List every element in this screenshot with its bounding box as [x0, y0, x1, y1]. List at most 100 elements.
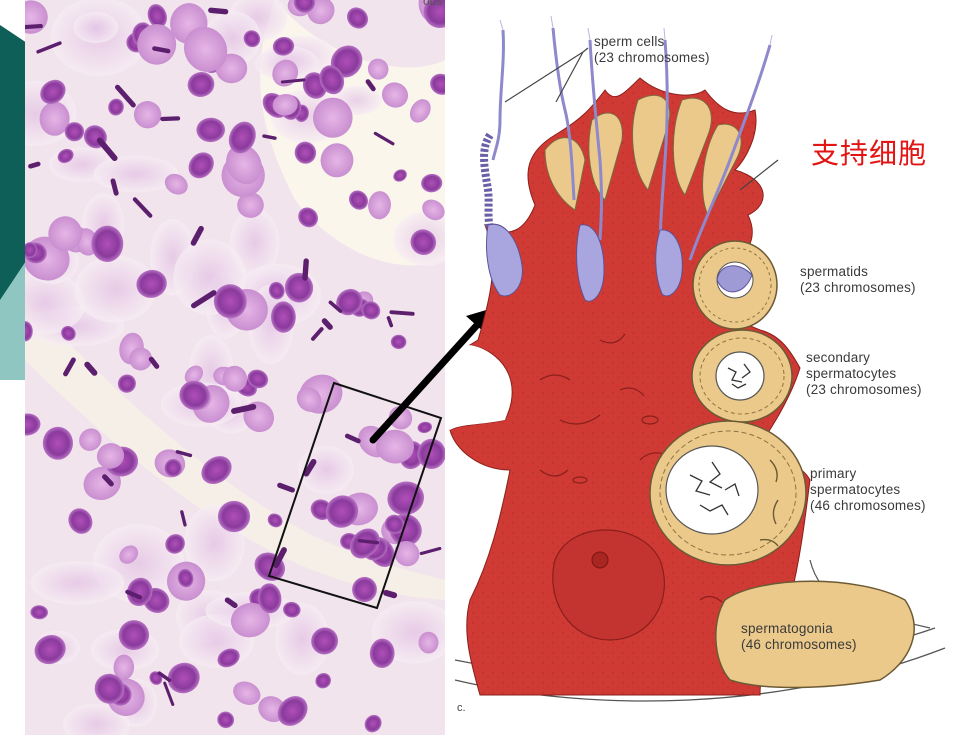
- label-line: secondary: [806, 350, 871, 365]
- nucleus: [423, 0, 445, 28]
- nucleus: [364, 714, 382, 733]
- nucleus: [257, 583, 282, 614]
- cropped-label: ous: [423, 0, 443, 8]
- nucleus: [394, 540, 420, 567]
- nucleus: [325, 495, 359, 528]
- sperm-head-stain: [190, 225, 204, 246]
- nucleus: [352, 576, 377, 603]
- sperm-head-stain: [175, 450, 193, 458]
- nucleus: [217, 711, 235, 729]
- label-spermatogonia: spermatogonia (46 chromosomes): [741, 621, 857, 653]
- spermatid-heads: [544, 94, 742, 217]
- nucleus: [226, 144, 262, 185]
- sperm-head-stain: [273, 547, 287, 568]
- label-line: (46 chromosomes): [741, 637, 857, 652]
- sperm-head-stain: [321, 318, 333, 330]
- sperm-head-stain: [302, 258, 309, 281]
- nucleus: [312, 97, 353, 138]
- sertoli-nucleus: [552, 529, 665, 641]
- label-line: primary: [810, 466, 857, 481]
- label-line: (23 chromosomes): [800, 280, 916, 295]
- nucleus: [165, 534, 185, 554]
- nucleus: [228, 121, 256, 154]
- label-line: spermatids: [800, 264, 869, 279]
- nucleolus: [591, 551, 609, 569]
- nucleus: [164, 458, 182, 477]
- nucleus: [83, 466, 121, 501]
- nucleus: [164, 173, 188, 195]
- nucleus: [117, 374, 136, 393]
- sperm-head-stain: [419, 546, 442, 556]
- nucleus: [196, 117, 225, 143]
- sperm-head-stain: [262, 134, 277, 140]
- nucleus: [233, 681, 261, 705]
- label-primary-spermatocytes: primary spermatocytes (46 chromosomes): [810, 466, 926, 514]
- nucleus: [30, 605, 48, 620]
- nucleus: [39, 101, 70, 136]
- nucleus: [381, 82, 409, 108]
- stain-blotch: [74, 255, 156, 323]
- nucleus: [119, 545, 139, 564]
- sperm-head-stain: [25, 24, 43, 30]
- nucleus: [217, 648, 240, 668]
- nucleus: [57, 148, 74, 164]
- nucleus: [177, 568, 194, 588]
- stain-blotch: [298, 445, 355, 494]
- sperm-head-stain: [157, 671, 172, 683]
- nucleus: [296, 387, 322, 412]
- nucleus: [25, 242, 38, 259]
- label-line: (46 chromosomes): [810, 498, 926, 513]
- nucleus: [336, 288, 363, 316]
- sperm-head-stain: [328, 300, 343, 313]
- nucleus: [179, 380, 210, 411]
- sperm-head-stain: [96, 137, 118, 162]
- sperm-head-stain: [311, 327, 324, 341]
- sperm-head-stain: [386, 316, 394, 328]
- nucleus: [421, 173, 443, 193]
- nucleus: [118, 620, 150, 651]
- nucleus: [293, 0, 316, 13]
- sperm-head-stain: [180, 510, 187, 527]
- nucleus: [184, 365, 204, 385]
- sperm-head-stain: [389, 310, 415, 316]
- sperm-head-stain: [28, 161, 41, 169]
- label-line: sperm cells: [594, 34, 665, 49]
- nucleus: [376, 429, 414, 464]
- nucleus: [108, 98, 124, 116]
- nucleus: [410, 229, 437, 256]
- stain-blotch: [275, 603, 330, 675]
- sperm-head-stain: [383, 589, 398, 599]
- label-secondary-spermatocytes: secondary spermatocytes (23 chromosomes): [806, 350, 922, 398]
- stain-blotch: [63, 703, 130, 735]
- pointer-arrow-shaft: [369, 320, 482, 444]
- sperm-head-stain: [357, 539, 380, 545]
- sperm-head-stain: [208, 7, 229, 15]
- nucleus: [222, 365, 248, 392]
- nucleus: [320, 143, 354, 178]
- sperm-head-stain: [36, 41, 62, 54]
- nucleus: [147, 4, 167, 28]
- nucleus: [68, 508, 93, 534]
- nucleus: [418, 631, 439, 654]
- nucleus: [129, 347, 153, 371]
- nucleus: [298, 207, 319, 228]
- nucleus: [201, 456, 232, 485]
- stain-blotch: [25, 271, 86, 335]
- organelles: [539, 333, 723, 603]
- nucleus: [113, 654, 135, 680]
- nucleus: [367, 58, 389, 80]
- nucleus: [311, 627, 339, 655]
- cell-nuclei: [25, 0, 445, 735]
- nucleus: [25, 321, 33, 342]
- label-sperm-cells: sperm cells (23 chromosomes): [594, 34, 710, 66]
- nucleus: [237, 192, 264, 218]
- label-sertoli-cn: 支持细胞: [811, 137, 928, 170]
- nucleus: [133, 101, 162, 129]
- nucleus: [243, 30, 261, 48]
- sperm-head-stain: [84, 361, 98, 376]
- nucleus: [283, 601, 301, 618]
- sperm-tails: [491, 27, 772, 261]
- spermatid-cell: [692, 240, 778, 330]
- nucleus: [25, 413, 41, 436]
